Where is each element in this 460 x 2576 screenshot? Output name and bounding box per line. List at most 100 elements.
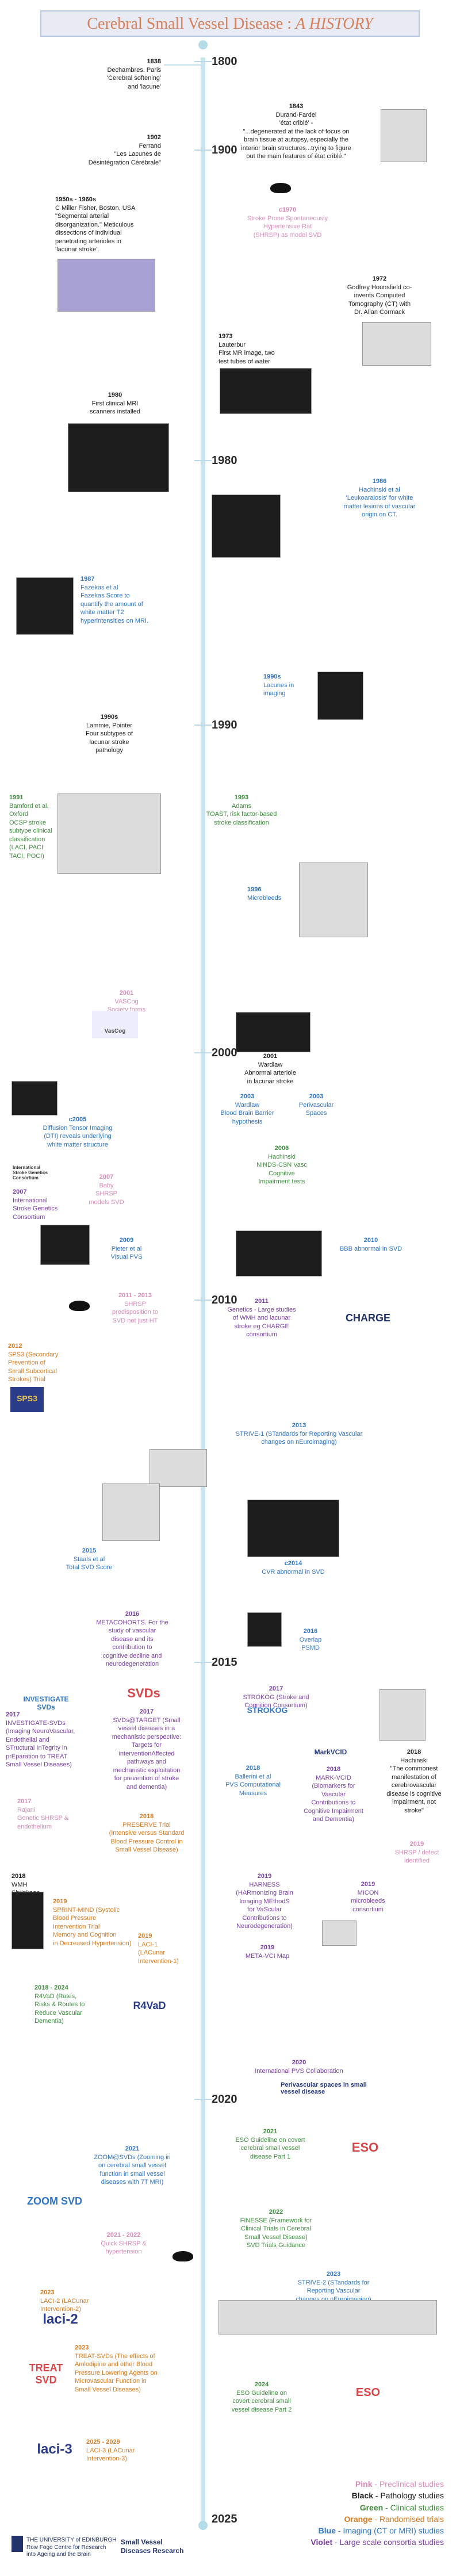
year-1800: 1800 bbox=[212, 55, 237, 68]
year-1980: 1980 bbox=[212, 454, 237, 467]
strokog-logo: STROKOG bbox=[247, 1705, 288, 1715]
mri-scanner-photos bbox=[68, 423, 169, 492]
year-2010: 2010 bbox=[212, 1294, 237, 1306]
tick-1800 bbox=[194, 61, 212, 62]
laci3-logo: laci-3 bbox=[37, 2441, 72, 2457]
legend-item-blue: Blue - Imaging (CT or MRI) studies bbox=[318, 2526, 444, 2536]
timeline-end-cap bbox=[198, 2521, 208, 2530]
tick-2020 bbox=[194, 2099, 212, 2100]
legend-item-black: Black - Pathology studies bbox=[351, 2491, 444, 2501]
connector bbox=[164, 64, 201, 66]
legend-item-orange: Orange - Randomised trials bbox=[344, 2514, 444, 2524]
zoom-svd-logo: ZOOM SVD bbox=[26, 2195, 82, 2207]
legend-item-violet: Violet - Large scale consortia studies bbox=[310, 2537, 444, 2547]
strive2-image bbox=[218, 2300, 437, 2334]
year-2025: 2025 bbox=[212, 2513, 237, 2525]
fisher-histology-image bbox=[57, 259, 155, 312]
university-crest-icon bbox=[12, 2536, 23, 2552]
dti-image bbox=[12, 1081, 57, 1116]
title-main: Cerebral Small Vessel Disease : bbox=[87, 15, 296, 33]
arteriole-images bbox=[236, 1012, 310, 1052]
year-2000: 2000 bbox=[212, 1046, 237, 1059]
page-title: Cerebral Small Vessel Disease : A HISTOR… bbox=[41, 15, 419, 33]
psmd-image bbox=[247, 1612, 282, 1647]
rat-icon-2011 bbox=[69, 1301, 90, 1311]
markvcid-logo: MarkVCID bbox=[314, 1748, 347, 1756]
tick-1900 bbox=[194, 150, 212, 151]
visual-pvs-image bbox=[40, 1225, 90, 1265]
cvr-image bbox=[247, 1500, 339, 1557]
sps3-logo: SPS3 bbox=[10, 1387, 44, 1412]
charge-logo: CHARGE bbox=[345, 1312, 390, 1324]
timeline-axis bbox=[201, 57, 205, 2524]
fazekas-mri-image bbox=[16, 577, 74, 635]
tick-2015 bbox=[194, 1662, 212, 1663]
tick-1990 bbox=[194, 724, 212, 726]
legend-item-pink: Pink - Preclinical studies bbox=[355, 2479, 444, 2489]
microbleeds-image bbox=[299, 862, 368, 937]
ocsp-brain-diagrams bbox=[57, 793, 161, 874]
wmh-shrinkage-image bbox=[12, 1892, 44, 1949]
color-legend: Pink - Preclinical studies Black - Patho… bbox=[310, 2478, 444, 2548]
footer-group: Small Vessel Diseases Research bbox=[121, 2538, 184, 2555]
tick-2000 bbox=[194, 1052, 212, 1053]
tick-2010 bbox=[194, 1300, 212, 1301]
hounsfield-photo bbox=[362, 322, 431, 366]
year-1990: 1990 bbox=[212, 719, 237, 731]
footer-university: THE UNIVERSITY of EDINBURGH Row Fogo Cen… bbox=[26, 2537, 117, 2558]
eso-logo-2024: ESO bbox=[355, 2386, 381, 2399]
hachinski-portrait bbox=[379, 1689, 425, 1741]
year-1900: 1900 bbox=[212, 144, 237, 156]
laci2-logo: laci-2 bbox=[43, 2312, 78, 2327]
rat-icon-2022 bbox=[172, 2251, 193, 2261]
svds-logo: SVDs bbox=[127, 1686, 160, 1700]
pvs-collab-logo: Perivascular spaces in small vessel dise… bbox=[281, 2082, 367, 2095]
eso-logo: ESO bbox=[351, 2140, 379, 2155]
